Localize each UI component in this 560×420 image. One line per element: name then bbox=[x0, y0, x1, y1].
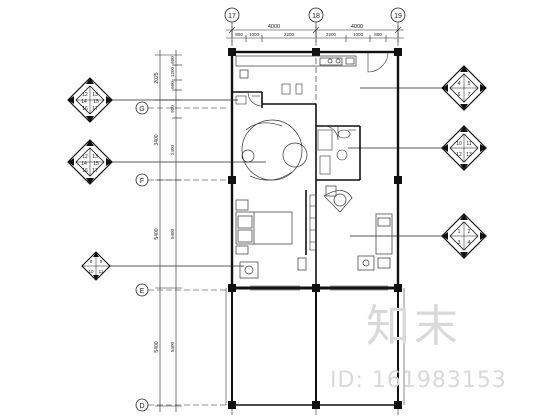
living-furniture bbox=[323, 185, 393, 271]
detail-ref: 12 bbox=[82, 92, 88, 98]
detail-ref: 12 bbox=[456, 152, 462, 158]
row-grid bbox=[148, 107, 226, 406]
detail-ref: 16 bbox=[82, 106, 88, 112]
detail-callout: 12 13 14 15 16 17 bbox=[67, 139, 113, 185]
row-grid-label: F bbox=[140, 178, 144, 185]
detail-ref: 10 bbox=[88, 269, 94, 274]
row-grid-label: D bbox=[139, 403, 144, 410]
detail-ref: 3 bbox=[458, 240, 461, 246]
left-outer-dimension: 5400 bbox=[154, 228, 160, 239]
left-inner-dimension: 900 bbox=[170, 105, 175, 113]
bed bbox=[235, 199, 293, 255]
detail-callout: 10 11 12 13 bbox=[441, 125, 487, 171]
detail-ref: 12 bbox=[82, 154, 88, 160]
detail-ref: 15 bbox=[93, 99, 99, 105]
watermark-id: ID: 161983153 bbox=[330, 368, 507, 393]
top-segment-dimension: 800 bbox=[235, 32, 243, 37]
row-grid-label: G bbox=[139, 106, 144, 113]
column-grid-bubble-19: 19 bbox=[390, 7, 406, 23]
detail-callout: 12 13 14 15 16 17 bbox=[67, 77, 113, 123]
left-outer-dimension: 3400 bbox=[154, 134, 160, 145]
row-grid-bubble-e: E bbox=[135, 283, 149, 297]
column-grid-label: 17 bbox=[228, 13, 236, 20]
wardrobe bbox=[309, 194, 317, 251]
left-inner-dimension: 1200 bbox=[170, 66, 175, 77]
top-segment-dimension: 1000 bbox=[353, 32, 364, 37]
left-inner-dimension: 600 bbox=[170, 56, 175, 64]
small-appliances bbox=[235, 83, 303, 105]
column-grid-bubble-17: 17 bbox=[224, 7, 240, 23]
interior-partitions bbox=[232, 91, 361, 288]
row-grid-bubble-g: G bbox=[135, 101, 149, 115]
callout-leader-lines bbox=[108, 87, 444, 267]
detail-ref: 2 bbox=[468, 229, 471, 235]
detail-ref: 13 bbox=[466, 152, 472, 158]
watermark-brand: 知末 bbox=[366, 301, 462, 352]
detail-ref: 5 bbox=[468, 81, 471, 87]
detail-ref: 14 bbox=[81, 161, 87, 167]
row-grid-bubble-f: F bbox=[135, 173, 149, 187]
kitchen-counter bbox=[235, 55, 357, 79]
detail-ref: 16 bbox=[82, 168, 88, 174]
door-swing bbox=[247, 51, 389, 141]
detail-callout: 4 5 6 7 bbox=[441, 65, 487, 111]
desk-chair bbox=[239, 257, 307, 279]
left-outer-dimension: 5400 bbox=[154, 341, 160, 352]
column-grid-label: 18 bbox=[312, 13, 320, 20]
detail-ref: 14 bbox=[81, 99, 87, 105]
top-segment-dimension: 2200 bbox=[284, 32, 295, 37]
detail-ref: 13 bbox=[92, 154, 98, 160]
structural-columns bbox=[228, 48, 402, 409]
round-table-set bbox=[241, 119, 308, 181]
detail-ref: 15 bbox=[93, 161, 99, 167]
left-inner-dimension: 2400 bbox=[170, 144, 175, 155]
top-dimension-chain bbox=[226, 26, 404, 42]
left-inner-dimension: 5400 bbox=[170, 228, 175, 239]
detail-ref: 7 bbox=[468, 92, 471, 98]
top-segment-dimension: 800 bbox=[374, 32, 382, 37]
detail-callout: 8 9 10 11 bbox=[81, 251, 111, 281]
top-overall-dimension: 4000 bbox=[351, 24, 363, 30]
openings bbox=[250, 285, 388, 291]
top-segment-dimension: 1000 bbox=[249, 32, 260, 37]
top-segment-dimension: 2200 bbox=[326, 32, 337, 37]
detail-ref: 9 bbox=[100, 259, 103, 264]
left-inner-dimension: 600 bbox=[170, 81, 175, 89]
detail-ref: 1 bbox=[458, 229, 461, 235]
detail-ref: 10 bbox=[456, 141, 462, 147]
detail-ref: 11 bbox=[99, 269, 104, 274]
bathroom-fixtures bbox=[317, 129, 356, 175]
detail-ref: 8 bbox=[90, 259, 93, 264]
row-grid-label: E bbox=[140, 288, 145, 295]
detail-ref: 17 bbox=[92, 106, 98, 112]
column-grid-label: 19 bbox=[394, 13, 402, 20]
detail-callout: 1 2 3 4 bbox=[441, 213, 487, 259]
detail-ref: 4 bbox=[458, 81, 461, 87]
left-outer-dimension: 2025 bbox=[154, 72, 160, 83]
column-grid-bubble-18: 18 bbox=[308, 7, 324, 23]
detail-ref: 6 bbox=[458, 92, 461, 98]
detail-ref: 4 bbox=[468, 240, 471, 246]
left-inner-dimension: 5400 bbox=[170, 341, 175, 352]
detail-ref: 13 bbox=[92, 92, 98, 98]
row-grid-bubble-d: D bbox=[135, 398, 149, 412]
detail-ref: 17 bbox=[92, 168, 98, 174]
top-overall-dimension: 4000 bbox=[268, 24, 280, 30]
detail-ref: 11 bbox=[466, 141, 471, 147]
